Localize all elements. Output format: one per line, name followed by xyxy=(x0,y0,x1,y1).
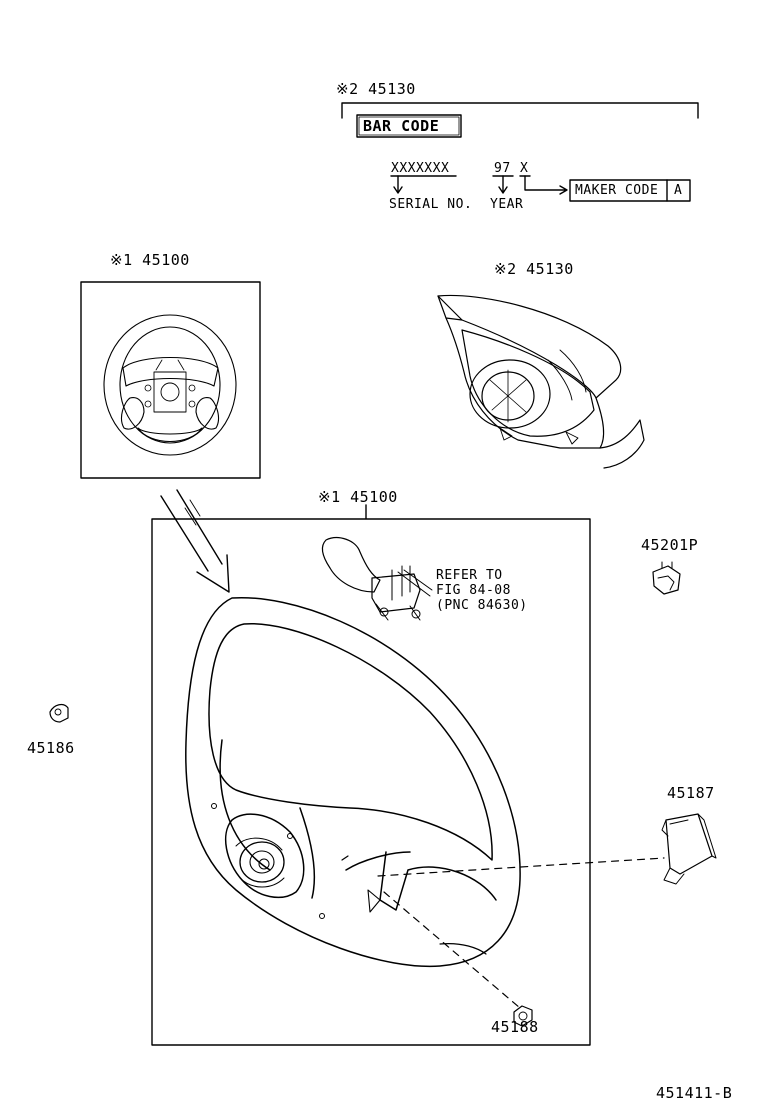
reference-note-line1: REFER TO xyxy=(436,568,503,583)
direction-arrow xyxy=(160,489,230,593)
maker-code-label: MAKER CODE xyxy=(575,183,659,198)
clip-45201p-illustration xyxy=(652,561,681,595)
part-45186-illustration xyxy=(49,703,69,723)
main-steering-wheel-illustration xyxy=(185,596,521,968)
reference-note-line3: (PNC 84630) xyxy=(436,598,528,613)
bar-code-box xyxy=(356,114,462,138)
bar-code-label: BAR CODE xyxy=(363,117,440,135)
small-steering-wheel-illustration xyxy=(103,314,237,456)
switch-assembly-illustration xyxy=(321,537,433,621)
serial-pattern: XXXXXXX xyxy=(391,161,450,176)
figure-id: 451411-B xyxy=(656,1084,733,1102)
year-pattern: 97 xyxy=(494,161,511,176)
label-45187: 45187 xyxy=(667,784,715,802)
cover-45187-illustration xyxy=(661,813,717,885)
serial-label: SERIAL NO. xyxy=(389,197,473,212)
label-45188: 45188 xyxy=(491,1018,539,1036)
maker-pattern: X xyxy=(520,161,529,176)
dashed-leaders xyxy=(377,857,665,1009)
small-wheel-frame xyxy=(80,281,261,479)
maker-code-value: A xyxy=(674,183,683,198)
year-label: YEAR xyxy=(490,197,524,212)
label-wheel-assembly-main: ※1 45100 xyxy=(318,488,398,506)
label-wheel-assembly-small: ※1 45100 xyxy=(110,251,190,269)
maker-code-box xyxy=(569,179,691,202)
label-airbag-pad: ※2 45130 xyxy=(494,260,574,278)
label-45186: 45186 xyxy=(27,739,75,757)
barcode-bracket xyxy=(341,102,699,119)
barcode-part-label: ※2 45130 xyxy=(336,80,416,98)
airbag-pad-illustration xyxy=(437,294,645,469)
main-frame xyxy=(151,504,591,1046)
reference-note-line2: FIG 84-08 xyxy=(436,583,511,598)
serial-arrows xyxy=(390,175,568,195)
label-45201p: 45201P xyxy=(641,536,699,554)
screw-45188-illustration xyxy=(513,1005,533,1027)
